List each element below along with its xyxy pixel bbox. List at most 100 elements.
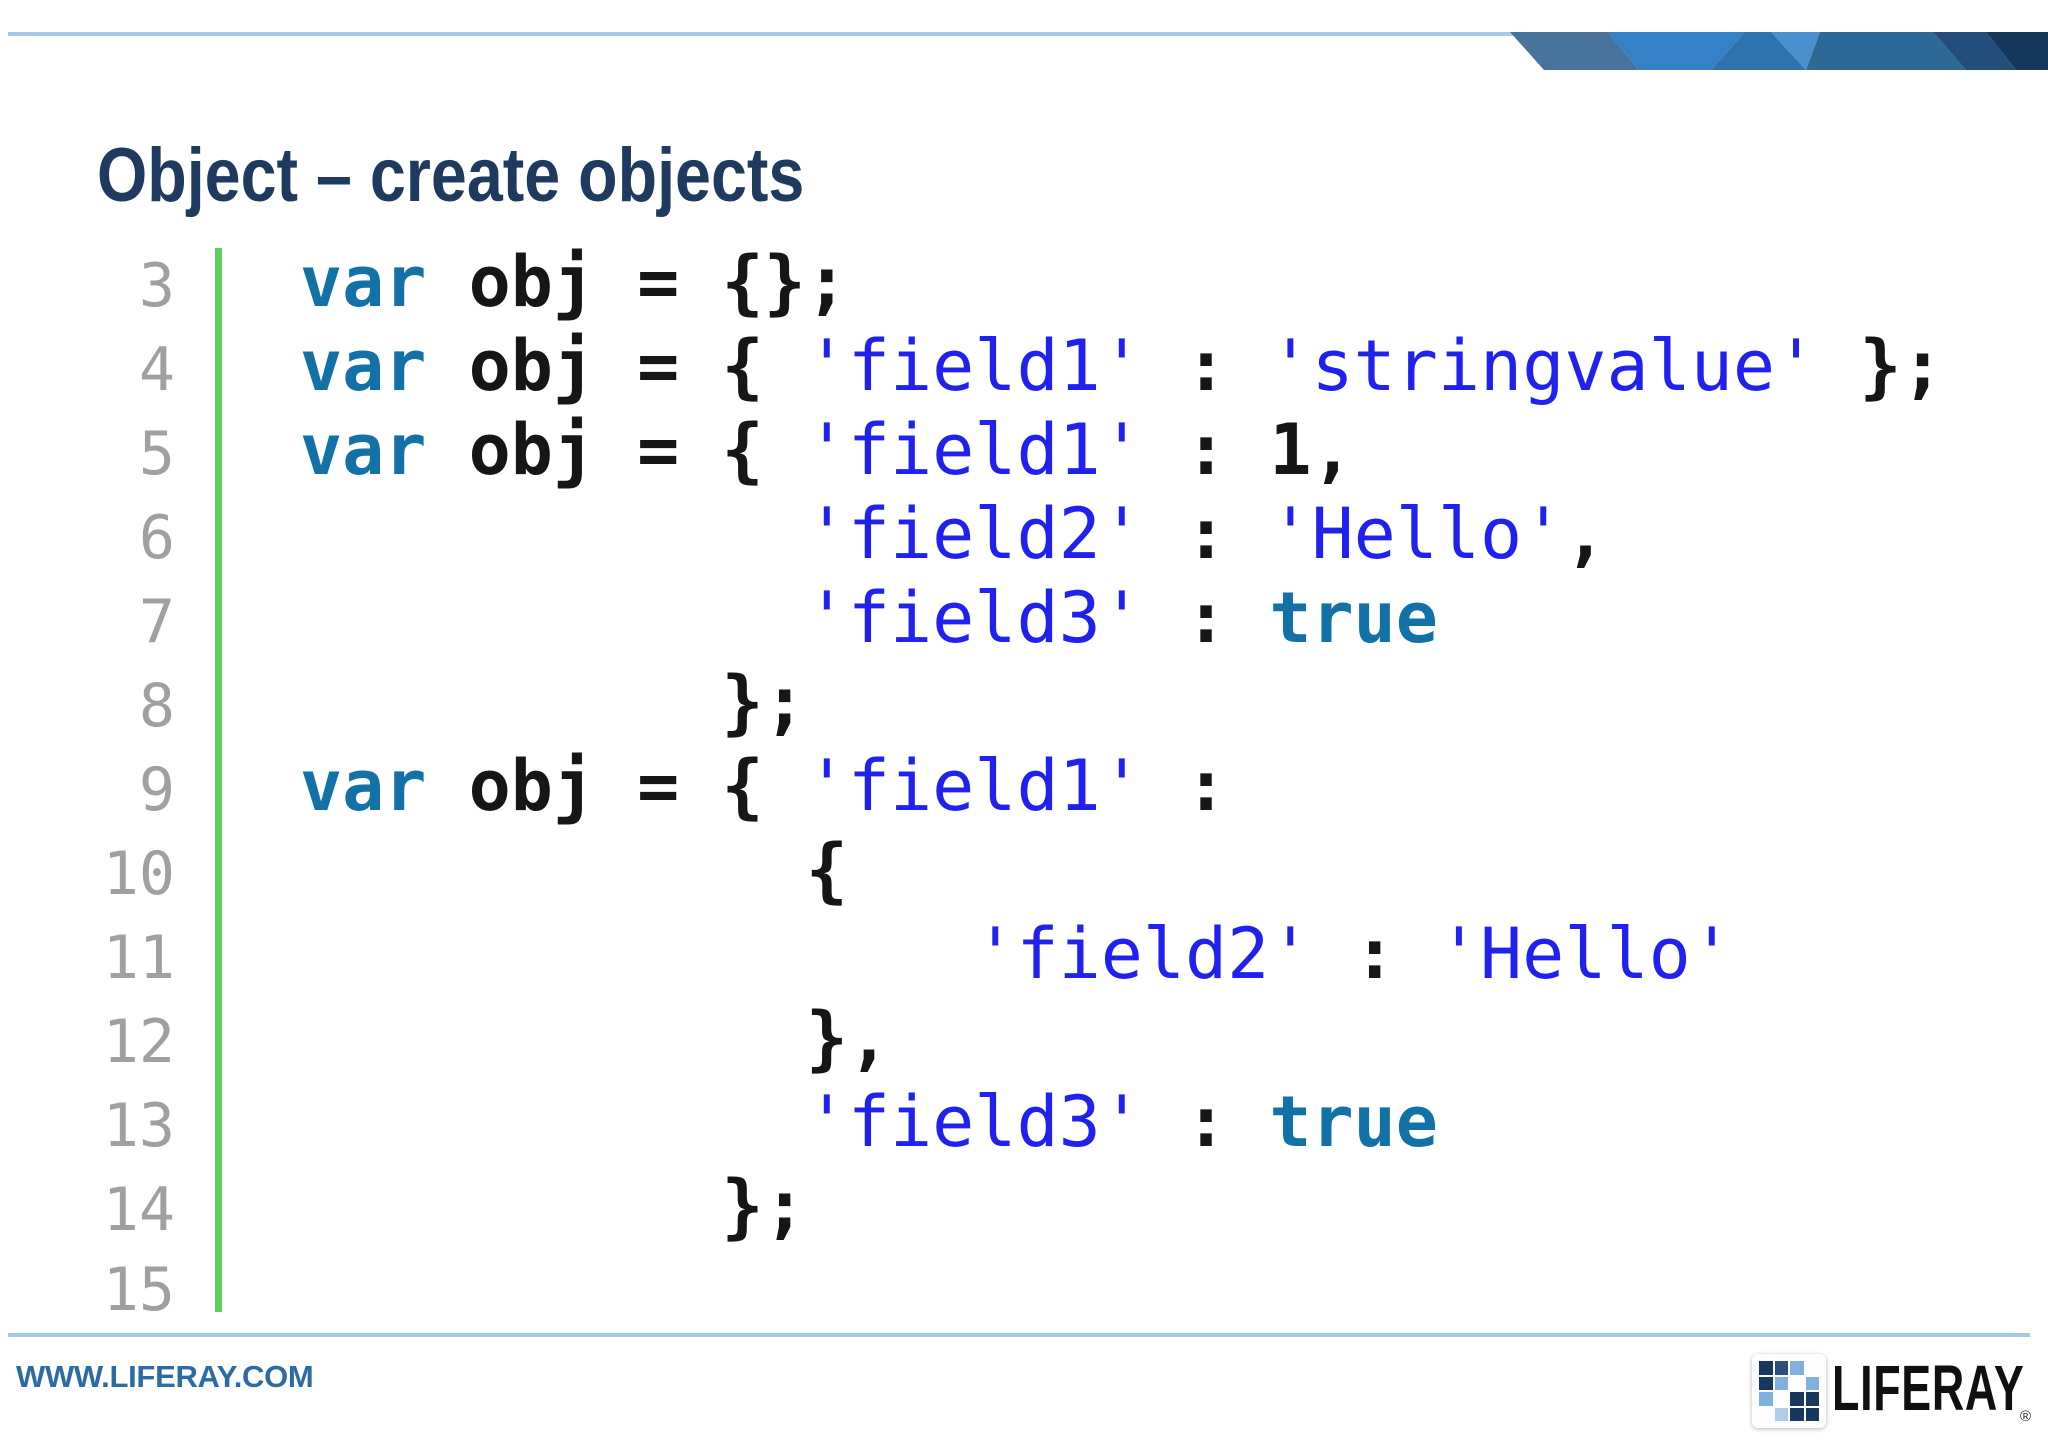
logo-cell	[1774, 1376, 1788, 1390]
line-number: 3	[138, 251, 175, 321]
code-plain: :	[1142, 577, 1270, 659]
code-text: 'field2' : 'Hello'	[300, 912, 1733, 996]
code-string: 'field1'	[805, 745, 1143, 827]
footer-divider	[8, 1333, 2030, 1337]
page-title: Object – create objects	[97, 133, 805, 218]
logo-mosaic	[1759, 1361, 1819, 1421]
code-text: 'field3' : true	[300, 1080, 1438, 1164]
code-text: };	[300, 1164, 806, 1248]
logo-cell	[1790, 1361, 1804, 1375]
code-line: 8 };	[0, 660, 2048, 744]
logo-cell	[1775, 1392, 1789, 1406]
code-plain: },	[300, 997, 891, 1079]
line-number: 9	[138, 755, 175, 825]
line-number: 5	[138, 419, 175, 489]
code-line: 10 {	[0, 828, 2048, 912]
code-line: 9 var obj = { 'field1' :	[0, 744, 2048, 828]
code-string: 'field2'	[805, 493, 1143, 575]
code-plain: :	[1142, 1081, 1270, 1163]
code-string: 'Hello'	[1437, 913, 1733, 995]
liferay-logo-icon	[1752, 1354, 1826, 1428]
line-number: 7	[138, 587, 175, 657]
banner-decoration	[1510, 32, 2048, 70]
code-text: };	[300, 660, 806, 744]
code-line: 15	[0, 1248, 2048, 1332]
code-text: },	[300, 996, 890, 1080]
code-keyword: var	[300, 241, 427, 323]
code-string: 'field1'	[805, 409, 1143, 491]
code-keyword: var	[300, 409, 427, 491]
code-keyword: true	[1269, 577, 1438, 659]
code-text: var obj = { 'field1' :	[300, 744, 1227, 828]
code-plain: };	[300, 661, 806, 743]
logo-cell	[1759, 1376, 1773, 1390]
code-plain: :	[1142, 325, 1270, 407]
code-keyword: var	[300, 745, 427, 827]
line-number: 6	[138, 503, 175, 573]
logo-cell	[1774, 1407, 1788, 1421]
code-line: 3 var obj = {};	[0, 240, 2048, 324]
code-string: 'field3'	[805, 1081, 1143, 1163]
code-line: 6 'field2' : 'Hello',	[0, 492, 2048, 576]
code-line: 11 'field2' : 'Hello'	[0, 912, 2048, 996]
code-keyword: true	[1269, 1081, 1438, 1163]
code-line: 4 var obj = { 'field1' : 'stringvalue' };	[0, 324, 2048, 408]
line-number: 14	[102, 1175, 175, 1245]
logo-cell	[1806, 1361, 1820, 1375]
code-plain: :	[1142, 745, 1228, 827]
line-number: 11	[102, 923, 175, 993]
logo-cell	[1759, 1408, 1773, 1422]
logo-cell	[1790, 1407, 1804, 1421]
top-accent-line	[8, 32, 2040, 36]
logo-cell	[1774, 1361, 1788, 1375]
line-number: 8	[138, 671, 175, 741]
footer-url: WWW.LIFERAY.COM	[16, 1359, 314, 1394]
code-line: 13 'field3' : true	[0, 1080, 2048, 1164]
code-line: 5 var obj = { 'field1' : 1,	[0, 408, 2048, 492]
code-string: 'field2'	[974, 913, 1312, 995]
code-plain: :	[1142, 493, 1270, 575]
code-block: 3 var obj = {}; 4 var obj = { 'field1' : 's…	[0, 240, 2048, 1332]
logo-cell	[1790, 1377, 1804, 1391]
liferay-wordmark: LIFERAY	[1832, 1352, 2025, 1424]
code-line: 14 };	[0, 1164, 2048, 1248]
logo-cell	[1759, 1392, 1773, 1406]
code-string: 'Hello'	[1269, 493, 1565, 575]
code-plain: :	[1311, 913, 1438, 995]
registered-trademark-icon: ®	[2020, 1408, 2032, 1425]
code-plain: {	[300, 829, 848, 911]
code-plain	[300, 577, 806, 659]
line-number: 15	[102, 1255, 175, 1325]
code-text: var obj = { 'field1' : 'stringvalue' };	[300, 324, 1944, 408]
code-plain: };	[300, 1165, 806, 1247]
logo-cell	[1805, 1407, 1819, 1421]
gutter-divider	[215, 248, 222, 1312]
code-plain: obj = {	[426, 325, 806, 407]
line-number: 10	[102, 839, 175, 909]
line-number: 4	[138, 335, 175, 405]
line-number: 13	[102, 1091, 175, 1161]
logo-cell	[1790, 1392, 1804, 1406]
code-plain	[300, 913, 974, 995]
code-text: var obj = { 'field1' : 1,	[300, 408, 1354, 492]
liferay-logo: LIFERAY ®	[1752, 1352, 2048, 1432]
logo-cell	[1805, 1392, 1819, 1406]
logo-cell	[1759, 1361, 1773, 1375]
code-plain	[300, 1081, 806, 1163]
code-string: 'stringvalue'	[1269, 325, 1818, 407]
code-string: 'field3'	[805, 577, 1143, 659]
code-plain: obj = {	[426, 409, 806, 491]
code-plain: };	[1817, 325, 1944, 407]
logo-cell	[1805, 1376, 1819, 1390]
code-plain: obj = {};	[426, 241, 848, 323]
code-line: 7 'field3' : true	[0, 576, 2048, 660]
code-keyword: var	[300, 325, 427, 407]
code-plain	[300, 493, 806, 575]
code-plain: : 1,	[1142, 409, 1354, 491]
line-number: 12	[102, 1007, 175, 1077]
code-plain: ,	[1564, 493, 1607, 575]
code-string: 'field1'	[805, 325, 1143, 407]
code-text: 'field3' : true	[300, 576, 1438, 660]
code-text: 'field2' : 'Hello',	[300, 492, 1607, 576]
